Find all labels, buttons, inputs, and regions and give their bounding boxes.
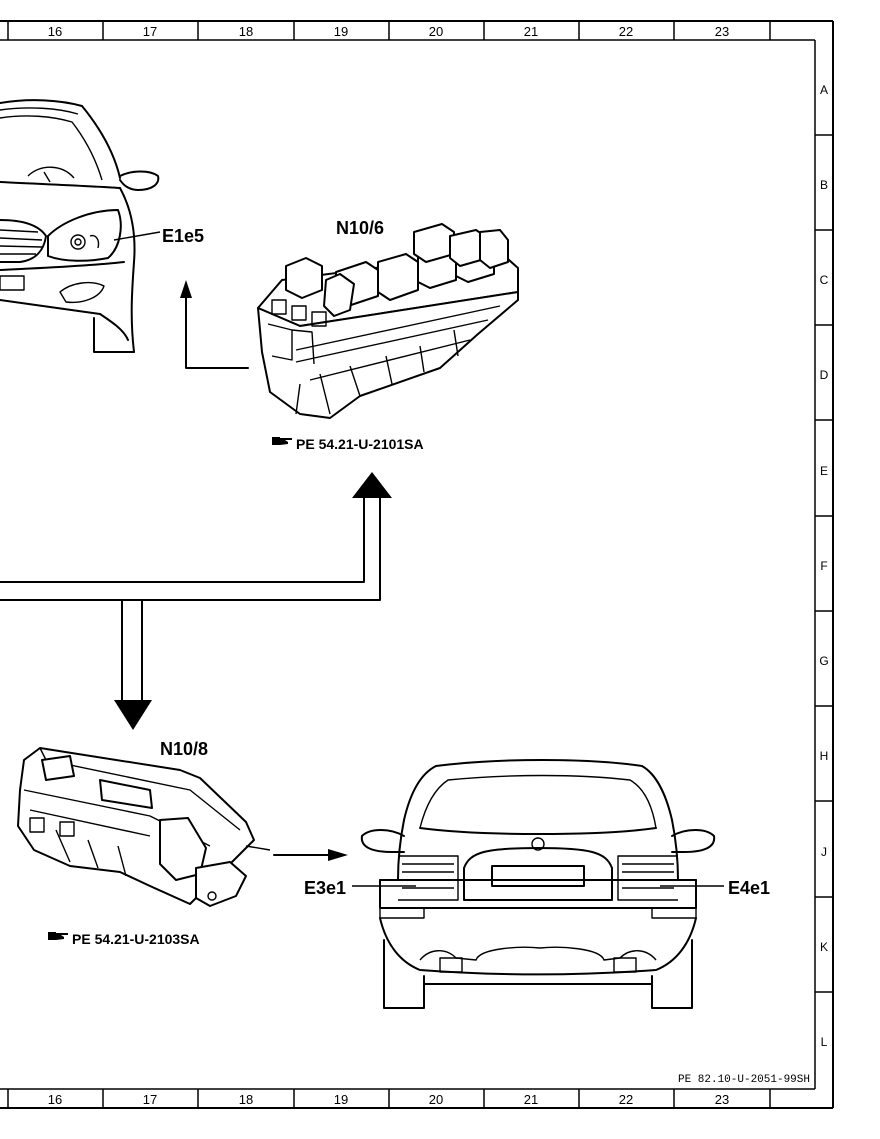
column-number: 16: [48, 1092, 62, 1107]
frame: [0, 20, 834, 1109]
row-letter: G: [819, 654, 828, 668]
sam-front-label: N10/6: [336, 218, 384, 238]
rear-light-left-label: E3e1: [304, 878, 346, 898]
sam-front-reference: PE 54.21-U-2101SA: [272, 436, 424, 452]
document-id: PE 82.10-U-2051-99SH: [678, 1074, 810, 1086]
column-number: 19: [334, 1092, 348, 1107]
row-letter: C: [820, 273, 829, 287]
row-letter: A: [820, 83, 828, 97]
pointing-hand-icon: [272, 437, 292, 445]
column-numbers-top: 16 17 18 19 20 21 22 23: [48, 24, 729, 39]
rear-light-right-label: E4e1: [728, 878, 770, 898]
row-letter: H: [820, 749, 829, 763]
row-ticks: [815, 134, 833, 993]
row-letter: B: [820, 178, 828, 192]
row-letter: K: [820, 940, 828, 954]
column-numbers-bottom: 16 17 18 19 20 21 22 23: [48, 1092, 729, 1107]
row-letter: L: [821, 1035, 828, 1049]
front-light-label: E1e5: [162, 226, 204, 246]
sam-rear-label: N10/8: [160, 739, 208, 759]
row-letter: J: [821, 845, 827, 859]
column-number: 20: [429, 1092, 443, 1107]
row-letter: D: [820, 368, 829, 382]
column-number: 17: [143, 1092, 157, 1107]
column-number: 17: [143, 24, 157, 39]
sam-front-module: [257, 223, 519, 419]
row-letter: F: [820, 559, 827, 573]
pointing-hand-icon: [48, 932, 68, 940]
sam-rear-reference: PE 54.21-U-2103SA: [48, 931, 200, 947]
rear-light-right-callout: E4e1: [660, 878, 770, 898]
rear-light-left-callout: E3e1: [304, 878, 416, 898]
column-ticks: [7, 21, 771, 1108]
sam-rear-reference-text: PE 54.21-U-2103SA: [72, 931, 200, 947]
row-letters: A B C D E F G H J K L: [819, 83, 828, 1049]
harness-route: [0, 472, 392, 730]
column-number: 16: [48, 24, 62, 39]
arrow-to-rear-car: [273, 849, 348, 861]
sam-rear-module: [17, 747, 271, 907]
column-number: 20: [429, 24, 443, 39]
column-number: 23: [715, 24, 729, 39]
front-car-illustration: [0, 99, 160, 353]
column-number: 21: [524, 24, 538, 39]
column-number: 21: [524, 1092, 538, 1107]
column-number: 22: [619, 24, 633, 39]
column-number: 23: [715, 1092, 729, 1107]
sam-front-reference-text: PE 54.21-U-2101SA: [296, 436, 424, 452]
column-number: 22: [619, 1092, 633, 1107]
column-number: 18: [239, 1092, 253, 1107]
arrow-to-front-light: [180, 280, 249, 369]
column-number: 18: [239, 24, 253, 39]
front-light-callout: E1e5: [113, 226, 204, 246]
row-letter: E: [820, 464, 828, 478]
rear-car-illustration: [360, 759, 716, 1009]
column-number: 19: [334, 24, 348, 39]
